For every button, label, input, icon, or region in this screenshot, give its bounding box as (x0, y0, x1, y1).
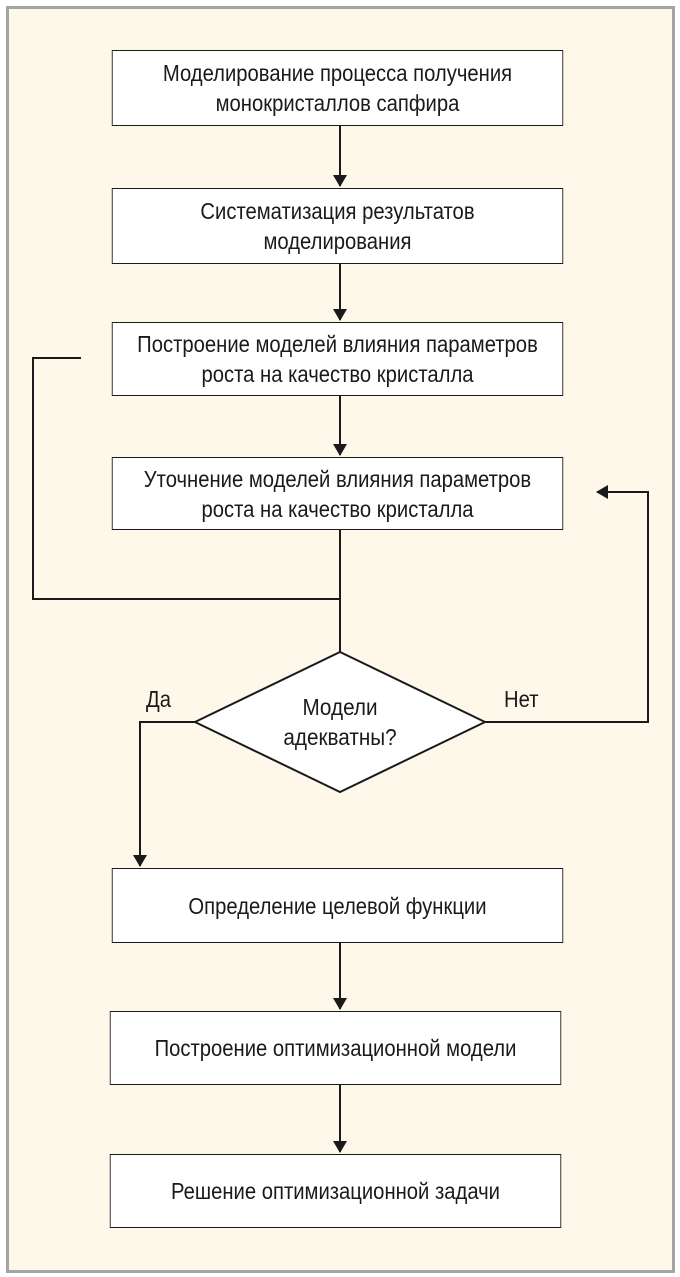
step-objective-function-text: Определение целевой функции (188, 892, 487, 919)
arrow-no-loop (485, 485, 649, 723)
step-build-models-text: Построение моделей влияния параметров ро… (137, 331, 538, 387)
step-systematization: Систематизация результатов моделирования (111, 188, 564, 264)
decision-diamond (192, 650, 488, 794)
step-refine-models-text: Уточнение моделей влияния параметров рос… (143, 465, 532, 522)
connector-step3-bypass (32, 357, 340, 600)
step-modeling-growth-text: Моделирование процесса получения монокри… (162, 60, 513, 116)
step-solve-optimization: Решение оптимизационной задачи (109, 1154, 562, 1228)
step-build-models: Построение моделей влияния параметров ро… (111, 322, 564, 396)
step-refine-models: Уточнение моделей влияния параметров рос… (111, 457, 564, 530)
step-solve-optimization-text: Решение оптимизационной задачи (171, 1178, 500, 1204)
decision-text: Модели адекватны? (283, 694, 397, 750)
step-optimization-model-text: Построение оптимизационной модели (154, 1035, 517, 1061)
step-optimization-model: Построение оптимизационной модели (109, 1011, 562, 1085)
decision-no-label: Нет (504, 686, 539, 712)
step-systematization-text: Систематизация результатов моделирования (200, 198, 475, 254)
decision-yes-label: Да (146, 686, 171, 712)
arrow-yes-to-step5 (133, 721, 195, 867)
step-objective-function: Определение целевой функции (111, 868, 564, 943)
step-modeling-growth: Моделирование процесса получения монокри… (111, 50, 564, 126)
